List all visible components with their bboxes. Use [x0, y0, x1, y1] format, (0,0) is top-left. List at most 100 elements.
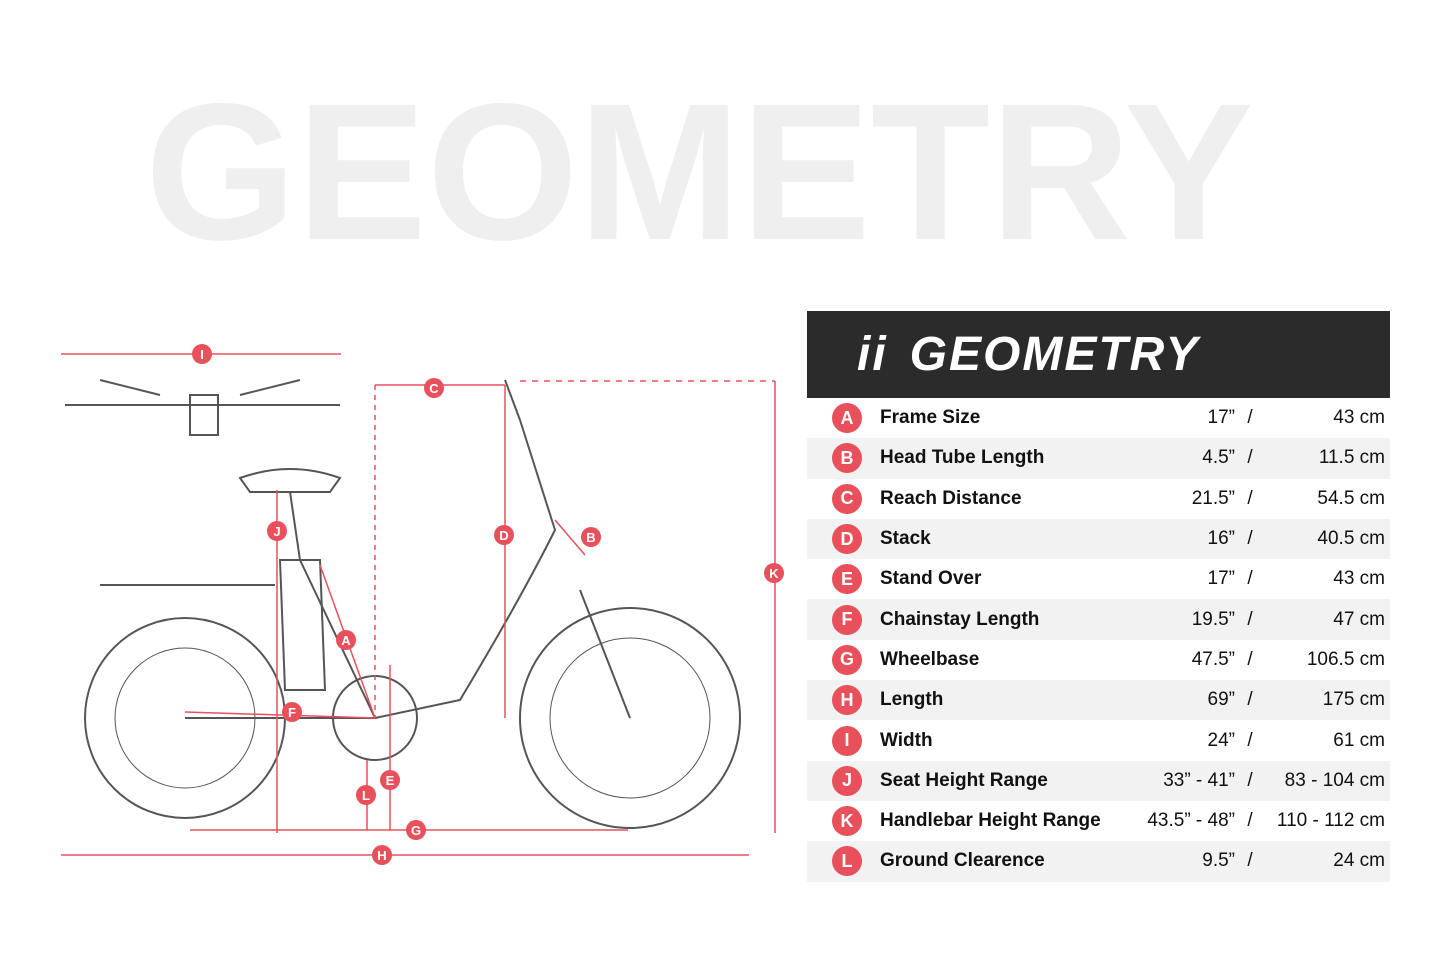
- letter-badge: E: [832, 564, 862, 595]
- imperial-value: 4.5”: [1202, 447, 1235, 469]
- dimension-label: Reach Distance: [880, 487, 1022, 509]
- letter-badge: B: [832, 443, 862, 474]
- dimension-label: Wheelbase: [880, 648, 980, 670]
- metric-value: 43 cm: [1333, 568, 1385, 590]
- imperial-value: 16”: [1207, 528, 1235, 550]
- metric-value: 24 cm: [1333, 850, 1385, 872]
- svg-text:I: I: [200, 347, 204, 362]
- diagram-markers: I C J D B K A F E L G H: [192, 344, 784, 865]
- table-row: K Handlebar Height Range 43.5” - 48” / 1…: [807, 801, 1390, 841]
- marker-h: H: [372, 845, 392, 865]
- dimension-label: Frame Size: [880, 407, 981, 429]
- svg-text:L: L: [362, 788, 370, 803]
- svg-text:E: E: [386, 773, 395, 788]
- svg-text:J: J: [273, 524, 280, 539]
- table-row: L Ground Clearence 9.5” / 24 cm: [807, 841, 1390, 882]
- marker-g: G: [406, 820, 426, 840]
- letter-badge: J: [832, 765, 862, 796]
- imperial-value: 69”: [1207, 689, 1235, 711]
- marker-i: I: [192, 344, 212, 364]
- imperial-value: 17”: [1207, 407, 1235, 429]
- letter-badge: F: [832, 604, 862, 635]
- metric-value: 43 cm: [1333, 407, 1385, 429]
- separator: /: [1247, 608, 1253, 630]
- metric-value: 83 - 104 cm: [1284, 769, 1385, 791]
- table-row: G Wheelbase 47.5” / 106.5 cm: [807, 640, 1390, 680]
- dimension-label: Width: [880, 729, 933, 751]
- svg-text:F: F: [288, 705, 296, 720]
- letter-badge: D: [832, 524, 862, 555]
- marker-a: A: [336, 630, 356, 650]
- dimension-label: Ground Clearence: [880, 850, 1045, 872]
- imperial-value: 21.5”: [1191, 487, 1235, 509]
- letter-badge: A: [832, 403, 862, 434]
- separator: /: [1247, 769, 1253, 791]
- metric-value: 106.5 cm: [1306, 648, 1385, 670]
- table-row: C Reach Distance 21.5” / 54.5 cm: [807, 479, 1390, 519]
- svg-text:G: G: [411, 823, 421, 838]
- marker-e: E: [380, 770, 400, 790]
- svg-text:K: K: [769, 566, 779, 581]
- dimension-label: Stack: [880, 528, 931, 550]
- dimension-label: Handlebar Height Range: [880, 810, 1101, 832]
- svg-text:A: A: [341, 633, 351, 648]
- table-row: H Length 69” / 175 cm: [807, 680, 1390, 721]
- letter-badge: K: [832, 806, 862, 837]
- bike-drawing: [65, 379, 741, 829]
- separator: /: [1247, 850, 1253, 872]
- bike-geometry-diagram: I C J D B K A F E L G H: [61, 344, 784, 865]
- svg-text:D: D: [499, 528, 508, 543]
- dimension-label: Seat Height Range: [880, 769, 1048, 791]
- geometry-table: ii GEOMETRY A Frame Size 17” / 43 cm B He…: [807, 311, 1390, 882]
- dimension-label: Stand Over: [880, 568, 982, 590]
- brand-logo: ii: [857, 328, 888, 381]
- letter-badge: I: [832, 725, 862, 756]
- separator: /: [1247, 689, 1253, 711]
- separator: /: [1247, 487, 1253, 509]
- marker-j: J: [267, 521, 287, 541]
- dimension-lines: [61, 353, 776, 856]
- separator: /: [1247, 447, 1253, 469]
- separator: /: [1247, 407, 1253, 429]
- marker-c: C: [424, 378, 444, 398]
- marker-d: D: [494, 525, 514, 545]
- separator: /: [1247, 568, 1253, 590]
- separator: /: [1247, 810, 1253, 832]
- dimension-label: Chainstay Length: [880, 608, 1040, 630]
- metric-value: 40.5 cm: [1317, 528, 1385, 550]
- metric-value: 54.5 cm: [1317, 487, 1385, 509]
- marker-k: K: [764, 563, 784, 583]
- metric-value: 47 cm: [1333, 608, 1385, 630]
- imperial-value: 47.5”: [1191, 648, 1235, 670]
- marker-f: F: [282, 702, 302, 722]
- svg-text:B: B: [586, 530, 595, 545]
- svg-text:H: H: [377, 848, 386, 863]
- table-header: ii GEOMETRY: [807, 311, 1390, 398]
- imperial-value: 24”: [1207, 729, 1235, 751]
- table-row: I Width 24” / 61 cm: [807, 720, 1390, 760]
- svg-text:C: C: [429, 381, 439, 396]
- imperial-value: 19.5”: [1191, 608, 1235, 630]
- letter-badge: H: [832, 685, 862, 716]
- imperial-value: 17”: [1207, 568, 1235, 590]
- table-row: F Chainstay Length 19.5” / 47 cm: [807, 599, 1390, 640]
- separator: /: [1247, 528, 1253, 550]
- metric-value: 110 - 112 cm: [1276, 810, 1385, 832]
- imperial-value: 9.5”: [1202, 850, 1235, 872]
- table-rows: A Frame Size 17” / 43 cm B Head Tube Leng…: [807, 398, 1390, 882]
- letter-badge: L: [832, 846, 862, 877]
- dimension-label: Head Tube Length: [880, 447, 1045, 469]
- table-row: B Head Tube Length 4.5” / 11.5 cm: [807, 438, 1390, 479]
- table-row: E Stand Over 17” / 43 cm: [807, 559, 1390, 599]
- letter-badge: G: [832, 644, 862, 675]
- marker-b: B: [581, 527, 601, 547]
- marker-l: L: [356, 785, 376, 805]
- metric-value: 11.5 cm: [1318, 447, 1385, 469]
- table-row: J Seat Height Range 33” - 41” / 83 - 104…: [807, 760, 1390, 801]
- background-title: GEOMETRY: [145, 63, 1254, 281]
- metric-value: 61 cm: [1333, 729, 1385, 751]
- table-title: GEOMETRY: [909, 328, 1200, 381]
- metric-value: 175 cm: [1322, 689, 1385, 711]
- imperial-value: 33” - 41”: [1163, 769, 1235, 791]
- separator: /: [1247, 648, 1253, 670]
